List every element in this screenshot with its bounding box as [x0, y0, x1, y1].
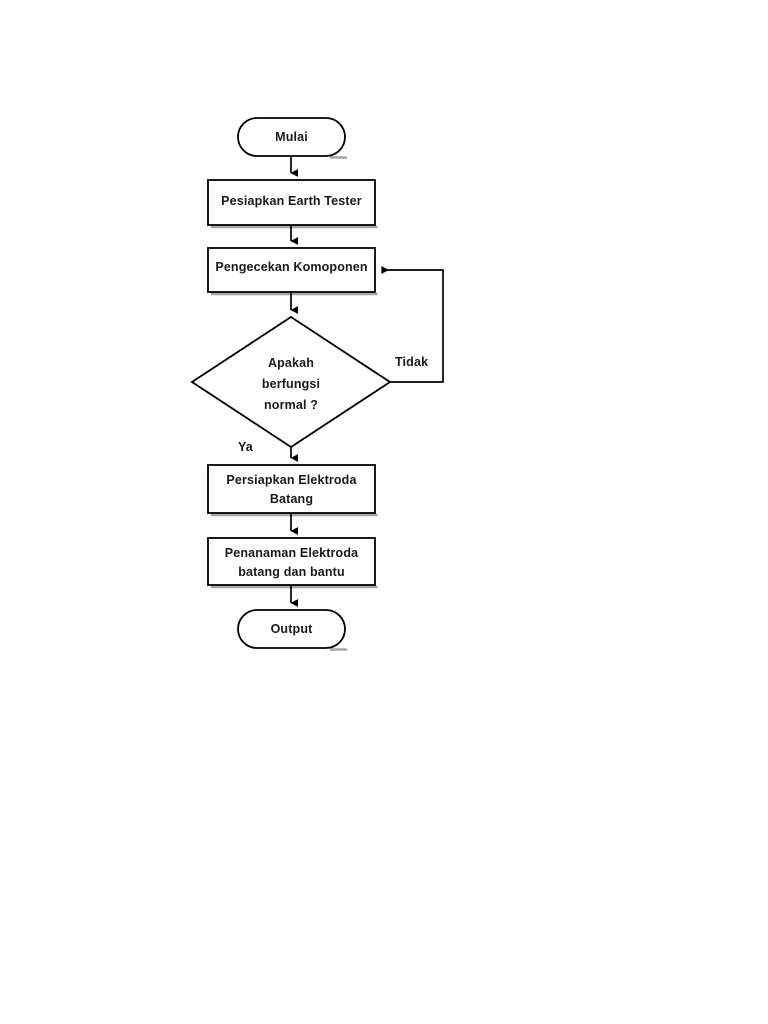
node-output-shape[interactable] [237, 609, 346, 649]
shape-shadows [211, 156, 378, 651]
node-prepare[interactable] [208, 180, 375, 225]
node-start[interactable] [238, 118, 345, 156]
node-electrode[interactable] [208, 465, 375, 513]
node-output[interactable] [238, 610, 345, 648]
node-check[interactable] [208, 248, 375, 292]
node-prepare-shape[interactable] [207, 179, 376, 226]
node-planting[interactable] [208, 538, 375, 585]
edge-decision-no-loopback [381, 266, 444, 383]
node-decision[interactable] [192, 317, 390, 447]
